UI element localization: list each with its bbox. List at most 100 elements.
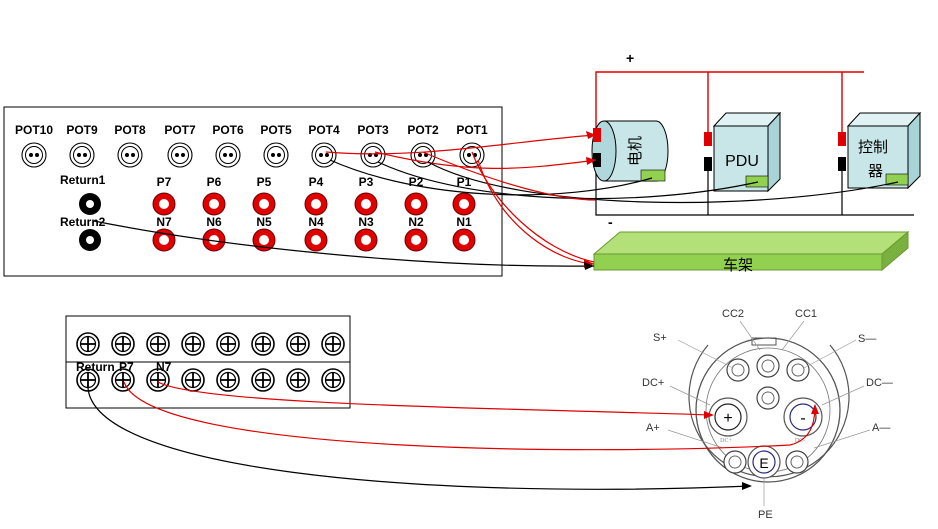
pin-label-cc2: CC2 <box>722 308 744 320</box>
dc-plus-marker: + <box>723 410 732 427</box>
terminal-top-screw <box>146 332 170 356</box>
n-jack-n5: N5 <box>252 215 276 252</box>
wire-pot1-frame-1 <box>471 151 595 263</box>
pdu-box: PDU <box>712 111 782 193</box>
motor-label: 电机 <box>627 136 644 166</box>
controller-label: 控制器 <box>858 139 888 180</box>
terminal-top-screw <box>321 332 345 356</box>
pot-label: POT10 <box>15 123 53 137</box>
connector-pin <box>786 358 810 382</box>
pot-label: POT4 <box>308 123 340 137</box>
connector-pin <box>723 450 747 474</box>
dc-plus-pin: + DC+ <box>708 397 748 444</box>
controller-plus-terminal <box>838 132 846 146</box>
pot-label: POT3 <box>357 123 389 137</box>
terminal-bottom-screw <box>321 368 345 392</box>
connector-pin <box>756 354 780 378</box>
terminal-label-return: Return <box>76 360 115 374</box>
p-jack-p7: P7 <box>152 175 176 216</box>
n-jack-n2: N2 <box>404 215 428 252</box>
wire-p7-dc-minus <box>123 381 816 451</box>
terminal-screw-row-bottom <box>76 368 345 392</box>
terminal-bottom-screw <box>76 368 100 392</box>
return2-label: Return2 <box>60 215 106 229</box>
connector-wire-arrowheads <box>704 404 819 490</box>
return2-jack <box>79 229 101 251</box>
pdu-minus-terminal <box>704 157 712 171</box>
p-jack-p3: P3 <box>354 175 378 216</box>
connector-wires <box>87 381 816 490</box>
terminal-top-screw <box>181 332 205 356</box>
terminal-bottom-screw <box>181 368 205 392</box>
p-label: P3 <box>359 175 374 189</box>
wire-pot1-frame-2 <box>477 159 595 265</box>
wire-pot2-red <box>422 151 597 201</box>
motor-minus-terminal <box>593 153 601 167</box>
pin-label-cc1: CC1 <box>795 308 817 320</box>
pdu-label: PDU <box>725 153 759 170</box>
n-jack-row: N7 N6 N5 N4 N3 N2 N1 <box>152 215 476 252</box>
terminal-label-p7: P7 <box>119 360 134 374</box>
n-jack-n7: N7 <box>152 215 176 252</box>
controller-minus-terminal <box>838 157 846 171</box>
wire-return-pe <box>87 381 751 490</box>
terminal-screw-row-top <box>76 332 345 356</box>
positive-rail <box>595 71 864 137</box>
wire-pot3-pdu-green <box>377 161 759 200</box>
pin-label-dc-minus: DC— <box>866 377 893 389</box>
return1-label: Return1 <box>60 173 106 187</box>
controller-box: 控制器 <box>846 111 922 190</box>
wire-pot3-motor <box>374 151 597 169</box>
vehicle-frame: 车架 <box>592 230 910 274</box>
terminal-bottom-screw <box>251 368 275 392</box>
pot-jack-pot4: POT4 <box>308 123 340 168</box>
wire-arrowheads <box>584 131 596 270</box>
n-jack-n4: N4 <box>304 215 328 252</box>
wire-pot2-controller-green <box>427 161 899 204</box>
n-jack-n6: N6 <box>202 215 226 252</box>
n-jack-n1: N1 <box>452 215 476 252</box>
pot-label: POT7 <box>164 123 196 137</box>
pin-label-a-plus: A+ <box>646 422 660 434</box>
n-label: N3 <box>358 215 374 229</box>
pot-label: POT8 <box>114 123 146 137</box>
negative-rail <box>595 172 914 216</box>
pe-pin: E <box>747 445 781 479</box>
pot-jack-pot3: POT3 <box>357 123 389 168</box>
terminal-top-screw <box>216 332 240 356</box>
pot-jack-pot7: POT7 <box>164 123 196 168</box>
pot-label: POT2 <box>407 123 439 137</box>
p-label: P6 <box>207 175 222 189</box>
pot-jack-pot6: POT6 <box>212 123 244 168</box>
pot-jack-pot5: POT5 <box>260 123 292 168</box>
pin-label-dc-plus: DC+ <box>642 377 664 389</box>
n-label: N6 <box>206 215 222 229</box>
connector-pin <box>726 358 750 382</box>
pin-label-pe: PE <box>758 509 773 521</box>
pdu-plus-terminal <box>704 132 712 146</box>
n-label: N1 <box>456 215 472 229</box>
pot-label: POT1 <box>456 123 488 137</box>
supply-minus-label: - <box>608 214 613 230</box>
n-label: N7 <box>156 215 172 229</box>
pin-label-s-minus: S— <box>858 333 876 345</box>
terminal-top-screw <box>251 332 275 356</box>
pot-label: POT6 <box>212 123 244 137</box>
terminal-label-n7: N7 <box>156 360 172 374</box>
dc-minus-marker: - <box>800 410 805 427</box>
pot-jack-pot8: POT8 <box>114 123 146 168</box>
p-jack-p5: P5 <box>252 175 276 216</box>
return1-jack <box>79 193 101 215</box>
dc-minus-pin: - DC- <box>783 397 823 444</box>
n-label: N2 <box>408 215 424 229</box>
wire-pot4-motor <box>325 134 597 155</box>
pin-label-s-plus: S+ <box>653 332 667 344</box>
connector-pin <box>756 386 780 410</box>
motor-plus-terminal <box>593 128 601 142</box>
p-jack-p6: P6 <box>202 175 226 216</box>
pin-label-a-minus: A— <box>872 422 890 434</box>
p-label: P7 <box>157 175 172 189</box>
terminal-top-screw <box>111 332 135 356</box>
